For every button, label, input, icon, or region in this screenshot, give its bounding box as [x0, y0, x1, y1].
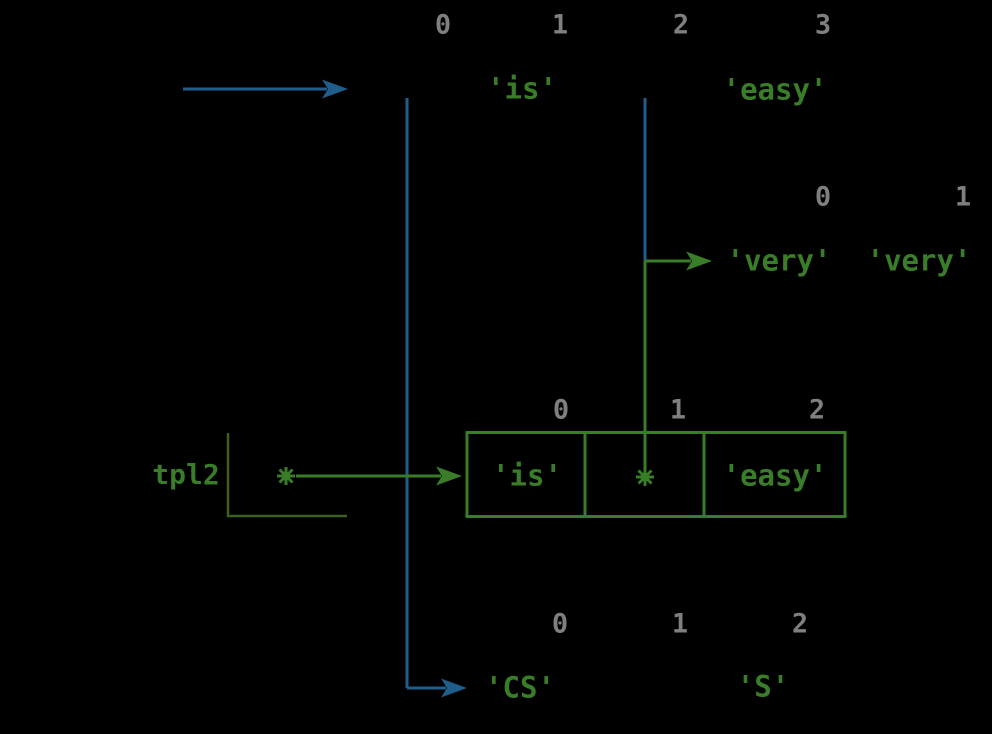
bottom-tuple-value-s: 'S': [736, 669, 790, 704]
bottom-tuple-index-1: 1: [671, 608, 689, 640]
bottom-tuple-value-cs: 'CS': [485, 670, 555, 705]
top-tuple-index-3: 3: [814, 9, 832, 41]
box-tuple-index-1: 1: [669, 394, 687, 426]
inner-tuple-value-very-0: 'very': [726, 243, 832, 278]
variable-bracket: [226, 433, 347, 518]
tpl2-reference-dot-icon: [277, 467, 295, 485]
tpl2-arrow: [296, 466, 462, 486]
box-cell-value-easy: 'easy': [722, 458, 828, 493]
pointer-to-cs: [405, 98, 467, 698]
inner-tuple-arrow: [645, 251, 712, 271]
inner-tuple-index-1: 1: [954, 181, 972, 213]
arrow-right-icon: [436, 466, 462, 486]
arrow-right-icon: [441, 678, 467, 698]
inner-tuple-value-very-1: 'very': [866, 243, 972, 278]
variable-label-tpl2: tpl2: [152, 458, 220, 491]
box-reference-dot-icon: [636, 468, 654, 486]
tuple-box: [465, 431, 847, 518]
top-tuple-value-easy: 'easy': [722, 72, 828, 107]
bottom-tuple-index-2: 2: [791, 608, 809, 640]
top-tuple-index-1: 1: [551, 9, 569, 41]
top-tuple-index-0: 0: [434, 9, 452, 41]
top-tuple-index-2: 2: [672, 9, 690, 41]
box-tuple-index-2: 2: [808, 394, 826, 426]
arrow-right-icon: [322, 79, 348, 99]
box-cell-value-is: 'is': [492, 458, 562, 493]
inner-tuple-index-0: 0: [814, 181, 832, 213]
box-tuple-index-0: 0: [552, 394, 570, 426]
top-pointer-arrow: [183, 79, 348, 99]
top-tuple-value-is: 'is': [487, 71, 557, 106]
arrow-right-icon: [686, 251, 712, 271]
bottom-tuple-index-0: 0: [551, 608, 569, 640]
